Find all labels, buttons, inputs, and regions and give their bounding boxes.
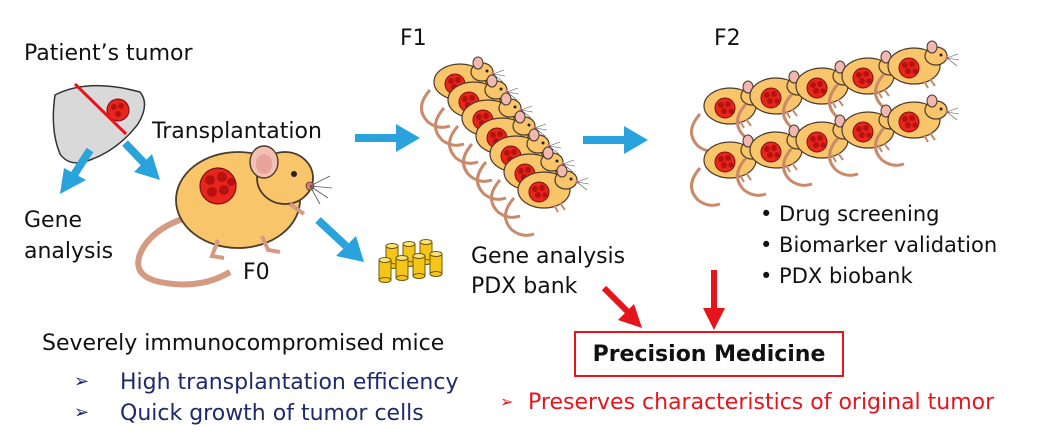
- red-arrow-from-pdx-bank: [601, 285, 642, 328]
- feature-bullet-1: ➢: [74, 371, 90, 392]
- use-item-biomarker-validation: • Biomarker validation: [760, 233, 998, 257]
- pdx-bank-vials-icon: [378, 239, 443, 283]
- liver-icon: [52, 82, 146, 164]
- f0-mouse-icon: [135, 145, 333, 288]
- feature-high-transplantation: High transplantation efficiency: [120, 370, 459, 395]
- f2-label: F2: [714, 26, 741, 51]
- f2-mice-group: [689, 39, 961, 207]
- red-arrow-from-uses: [703, 270, 725, 330]
- feature-bullet-2: ➢: [74, 402, 90, 423]
- f1-mice-group: [419, 55, 591, 237]
- transplantation-label: Transplantation: [152, 119, 322, 144]
- precision-medicine-box: Precision Medicine: [574, 331, 844, 377]
- severely-immunocompromised-label: Severely immunocompromised mice: [42, 331, 445, 356]
- f0-label: F0: [243, 260, 270, 285]
- arrow-liver-to-f0: [122, 140, 160, 180]
- pdx-bank-label: PDX bank: [471, 274, 578, 299]
- arrow-f0-to-pdx-bank: [315, 217, 364, 262]
- use-item-pdx-biobank: • PDX biobank: [760, 264, 913, 288]
- preserves-bullet: ➢: [500, 392, 514, 411]
- arrow-liver-to-gene-analysis: [60, 147, 94, 194]
- feature-quick-growth: Quick growth of tumor cells: [120, 401, 424, 426]
- gene-analysis-right-label: Gene analysis: [471, 244, 626, 269]
- precision-medicine-label: Precision Medicine: [592, 341, 826, 367]
- patient-tumor-label: Patient’s tumor: [24, 41, 193, 66]
- f1-label: F1: [400, 26, 427, 51]
- arrow-to-f2: [583, 126, 648, 154]
- use-item-drug-screening: • Drug screening: [760, 202, 940, 226]
- arrow-to-f1: [355, 124, 420, 152]
- gene-analysis-left-line1: Gene: [24, 208, 83, 233]
- gene-analysis-left-line2: analysis: [24, 239, 114, 264]
- preserves-characteristics-label: Preserves characteristics of original tu…: [528, 390, 995, 415]
